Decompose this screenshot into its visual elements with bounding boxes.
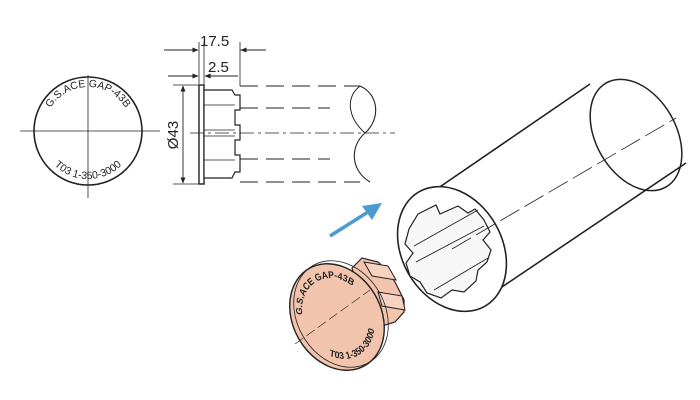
cap-body-side [203, 89, 241, 179]
dimension-diameter: Ø43 [165, 84, 205, 185]
cap-outline-circle [33, 76, 143, 186]
diameter-label: Ø43 [165, 121, 182, 149]
tube-isometric [396, 78, 687, 313]
tube-far-end [589, 78, 683, 192]
flange-thickness-label: 2.5 [208, 59, 229, 76]
tube-axis-line [451, 117, 677, 250]
dimension-overall-length: 17.5 [164, 33, 266, 53]
cap-isometric: G.S.ACE GAP-43B T03 1-350-3000 [282, 256, 406, 371]
insert-arrow-icon [329, 203, 382, 238]
tube-inner-profile [404, 204, 492, 299]
cap-side-view: 17.5 2.5 Ø43 [164, 33, 395, 185]
cap-front-view: G.S.ACE GAP-43B T03 1-350-3000 [20, 75, 160, 198]
tube-break-line [353, 85, 377, 183]
overall-length-label: 17.5 [200, 33, 229, 50]
dimension-flange-thickness: 2.5 [168, 59, 238, 79]
cap-flange-side [198, 84, 205, 185]
